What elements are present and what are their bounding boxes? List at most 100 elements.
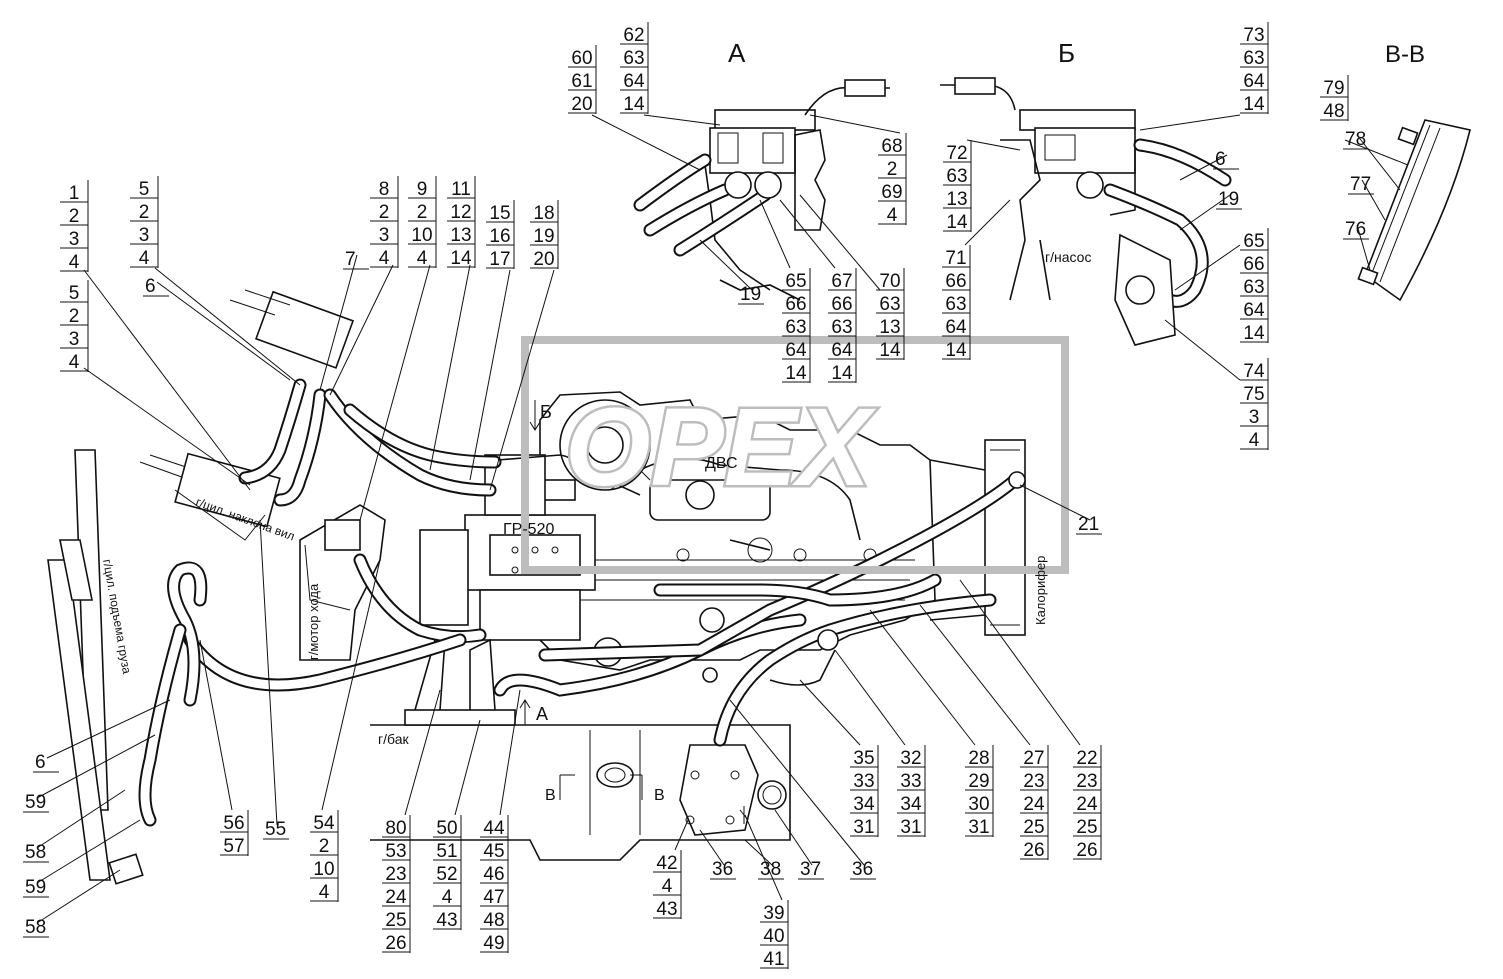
callout-number: 25 [1076,817,1097,838]
leader-line [156,281,291,381]
callout-number: 20 [533,249,554,270]
callout-number: 66 [1243,254,1264,275]
callout-number: 4 [417,248,428,269]
callout-number: 64 [945,317,967,338]
callout-number: 32 [900,748,921,769]
callout-number: 13 [450,225,471,246]
leader-line [779,199,836,269]
callout-n59a: 59 [25,792,46,813]
callout-number: 63 [946,166,967,187]
callout-number: 34 [900,794,922,815]
callout-number: 3 [1249,407,1260,428]
callout-n19b: 19 [1218,189,1239,210]
leader-line [359,264,431,521]
leader-line [699,829,725,866]
callout-number: 57 [223,836,244,857]
leader-line [1164,319,1241,381]
callout-number: 75 [1243,384,1264,405]
tank-label: г/бак [378,731,409,747]
callout-number: 63 [945,294,966,315]
callout-number: 18 [533,203,554,224]
callout-number: 26 [1023,840,1044,861]
callout-number: 72 [946,143,967,164]
leader-line [774,809,813,866]
callout-number: 23 [1076,771,1097,792]
leader-line [489,269,555,491]
callout-number: 3 [69,229,80,250]
leader-line [319,254,358,391]
leader-line [429,264,471,471]
callout-number: 43 [436,910,457,931]
callout-number: 39 [763,903,784,924]
callout-number: 14 [1243,94,1265,115]
leader-line [729,699,865,866]
callout-n38: 38 [760,859,781,880]
leader-line [83,367,251,486]
callout-number: 12 [450,202,471,223]
callout-number: 67 [831,271,852,292]
watermark-text: OPEX [565,386,876,509]
callout-number: 2 [887,159,898,180]
callout-n6a: 6 [145,276,156,297]
kalorifer-label: Калорифер [1033,556,1048,625]
callout-n55: 55 [265,819,286,840]
callout-number: 28 [968,748,989,769]
pump-g-nasos-label: г/насос [1045,249,1091,265]
callout-number: 61 [571,71,592,92]
callout-number: 74 [1243,361,1265,382]
callout-number: 10 [411,225,432,246]
leader-line [321,559,381,811]
callout-number: 63 [1243,277,1264,298]
callout-number: 33 [853,771,874,792]
callout-number: 70 [879,271,900,292]
callout-number: 46 [483,864,504,885]
callout-number: 73 [1243,25,1264,46]
leader-line [1179,154,1228,181]
callout-n21: 21 [1078,514,1099,535]
leader-line [499,689,521,816]
callout-n59b: 59 [25,877,46,898]
callout-number: 65 [785,271,806,292]
callout-number: 2 [139,202,150,223]
callout-number: 45 [483,841,504,862]
callout-number: 5 [139,179,150,200]
callout-number: 27 [1023,748,1044,769]
callout-number: 31 [968,817,989,838]
callout-number: 63 [831,317,852,338]
callout-number: 26 [1076,840,1097,861]
callout-number: 14 [831,363,853,384]
callout-number: 14 [1243,323,1265,344]
callout-number: 40 [763,926,784,947]
callout-number: 65 [1243,231,1264,252]
callout-number: 60 [571,48,592,69]
callout-number: 9 [417,179,428,200]
callout-number: 5 [69,283,80,304]
lift-cyl-label: г/цил. подъема груза [100,558,134,675]
callout-number: 35 [853,748,874,769]
leader-line [869,609,976,746]
callout-number: 16 [489,226,510,247]
callout-number: 51 [436,841,457,862]
section-vv [1357,119,1471,302]
leader-line [1356,224,1371,271]
callout-number: 2 [69,206,80,227]
callout-number: 79 [1323,78,1344,99]
callout-number: 41 [763,949,784,970]
callout-number: 4 [662,876,673,897]
callout-n58b: 58 [25,917,46,938]
view-a-title: А [728,38,746,68]
callout-n58a: 58 [25,842,46,863]
